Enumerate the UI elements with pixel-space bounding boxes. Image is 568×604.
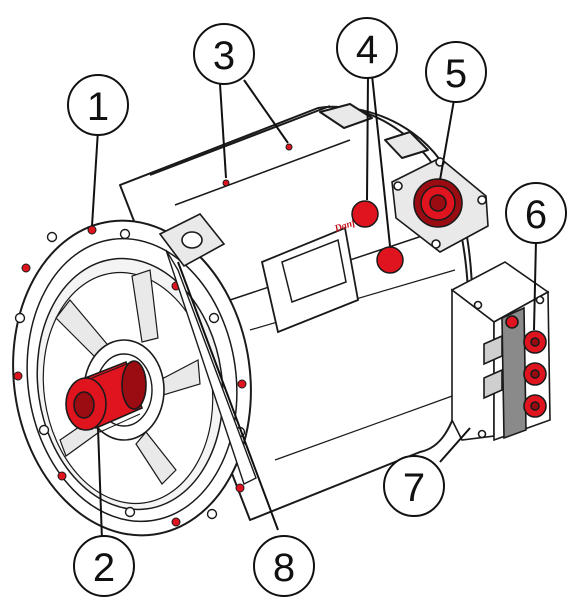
callout-circle (505, 182, 567, 244)
flange-bolt (119, 228, 131, 240)
nameplate-screen (281, 238, 347, 303)
callout-1: 1 (67, 74, 129, 136)
leader-7 (439, 427, 471, 463)
power-terminal (505, 315, 519, 329)
shaft-spline (91, 361, 133, 379)
callout-number: 6 (525, 193, 547, 237)
terminal-screw (535, 295, 545, 305)
callout-circle (253, 535, 315, 597)
terminal-box-side (451, 288, 495, 441)
callout-2: 2 (73, 535, 135, 597)
flange-bolt (206, 508, 218, 520)
leader-4b (371, 74, 391, 247)
connector-bolt (393, 181, 403, 191)
leader-3b (243, 79, 289, 144)
leader-1 (91, 129, 99, 227)
top-hole (222, 179, 230, 187)
top-mount-pad (319, 103, 373, 129)
leader-4a (366, 74, 369, 201)
connector-bolt (477, 195, 487, 205)
terminal-bracket-clip (483, 334, 503, 366)
shaft-rear (121, 360, 147, 410)
terminal-screw (473, 300, 483, 310)
callout-circle (73, 535, 135, 597)
leader-lines (91, 74, 537, 541)
callout-number: 4 (356, 28, 378, 72)
top-hole (285, 143, 293, 151)
callouts: 1 2 3 4 5 6 7 8 (67, 17, 567, 597)
flange-red-hole (171, 517, 181, 527)
lifting-bracket (158, 212, 257, 485)
red-plugs (351, 200, 404, 274)
callout-number: 8 (273, 546, 295, 590)
housing-side-line (274, 394, 456, 461)
flange-red-hole (57, 471, 67, 481)
leader-6 (533, 239, 537, 331)
flange-bolt (124, 506, 136, 518)
callout-number: 5 (445, 52, 467, 96)
callout-circle (425, 41, 487, 103)
terminal-bracket-clip (483, 368, 503, 400)
flange-spoke (135, 431, 177, 485)
callout-8: 8 (253, 535, 315, 597)
shaft-tip-inner (73, 391, 95, 419)
flange-bolt (14, 312, 26, 324)
red-plug (351, 200, 379, 228)
callout-number: 2 (93, 546, 115, 590)
callout-4: 4 (336, 17, 398, 79)
nameplate: Danfoss (260, 213, 369, 334)
flange-red-hole (237, 379, 247, 389)
callout-7: 7 (383, 455, 445, 517)
leader-8 (177, 261, 279, 531)
callout-circle (67, 74, 129, 136)
callout-number: 1 (87, 85, 109, 129)
callout-6: 6 (505, 182, 567, 244)
housing-top-rib (174, 139, 351, 206)
callout-3: 3 (193, 23, 255, 85)
bracket-arm (165, 249, 257, 485)
callout-number: 3 (213, 34, 235, 78)
signal-connector (391, 157, 489, 253)
callout-circle (193, 23, 255, 85)
flange-bolt (208, 312, 220, 324)
flange-red-hole (21, 263, 31, 273)
top-mount-pad (384, 131, 429, 159)
power-terminal-core (530, 369, 540, 379)
flange-bolt (46, 231, 58, 243)
callout-number: 7 (403, 466, 425, 510)
flange-red-hole (87, 225, 97, 235)
callout-circle (383, 455, 445, 517)
bracket-nut (181, 231, 203, 249)
power-terminal-core (530, 337, 540, 347)
connector-core (429, 194, 447, 212)
flange-spoke (131, 269, 159, 343)
red-plug (376, 246, 404, 274)
connector-bolt (431, 239, 441, 249)
terminal-screw (477, 429, 487, 439)
flange-red-hole (235, 483, 245, 493)
output-shaft (65, 360, 147, 433)
terminal-box (450, 261, 551, 442)
housing-top-rib (149, 105, 331, 176)
callout-5: 5 (425, 41, 487, 103)
flange-red-hole (13, 371, 23, 381)
leader-2 (97, 427, 103, 541)
leader-5 (439, 99, 455, 181)
power-terminal-core (530, 401, 540, 411)
flange-bolt (38, 424, 50, 436)
leader-3a (219, 83, 227, 179)
callout-circle (336, 17, 398, 79)
terminal-bracket (501, 306, 527, 440)
shaft-spline (99, 413, 141, 433)
